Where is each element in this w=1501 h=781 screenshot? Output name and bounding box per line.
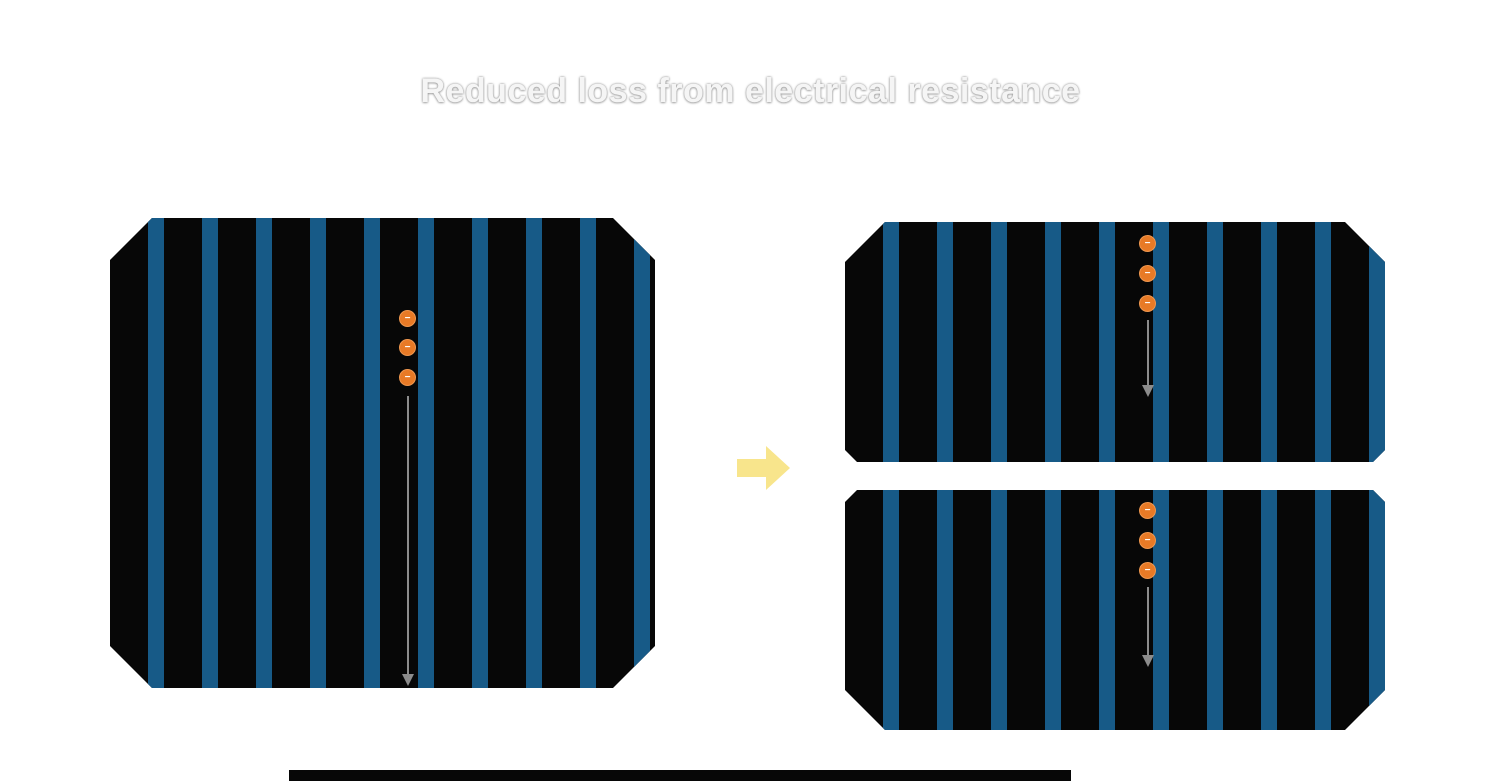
half-cell-top: − − − bbox=[845, 222, 1385, 462]
electron-flow-half-top: − − − bbox=[1139, 222, 1157, 462]
current-flow-arrow-icon bbox=[1142, 320, 1154, 397]
electron-icon: − bbox=[399, 369, 416, 386]
full-cell: − − − bbox=[110, 218, 655, 688]
busbar-stripes bbox=[110, 218, 655, 688]
transition-arrow-icon bbox=[737, 446, 790, 490]
electron-flow-full: − − − bbox=[399, 218, 417, 688]
busbar-stripes bbox=[845, 490, 1385, 730]
electron-flow-half-bottom: − − − bbox=[1139, 490, 1157, 730]
figure-title: Reduced loss from electrical resistance bbox=[420, 72, 1081, 110]
electron-icon: − bbox=[1139, 562, 1156, 579]
electron-icon: − bbox=[399, 310, 416, 327]
half-cell-bottom: − − − bbox=[845, 490, 1385, 730]
electron-icon: − bbox=[1139, 265, 1156, 282]
cropped-cell-edge bbox=[289, 770, 1071, 781]
electron-icon: − bbox=[399, 339, 416, 356]
electron-icon: − bbox=[1139, 235, 1156, 252]
busbar-stripes bbox=[845, 222, 1385, 462]
current-flow-arrow-icon bbox=[402, 396, 414, 686]
electron-icon: − bbox=[1139, 502, 1156, 519]
electron-icon: − bbox=[1139, 532, 1156, 549]
current-flow-arrow-icon bbox=[1142, 587, 1154, 667]
electron-icon: − bbox=[1139, 295, 1156, 312]
